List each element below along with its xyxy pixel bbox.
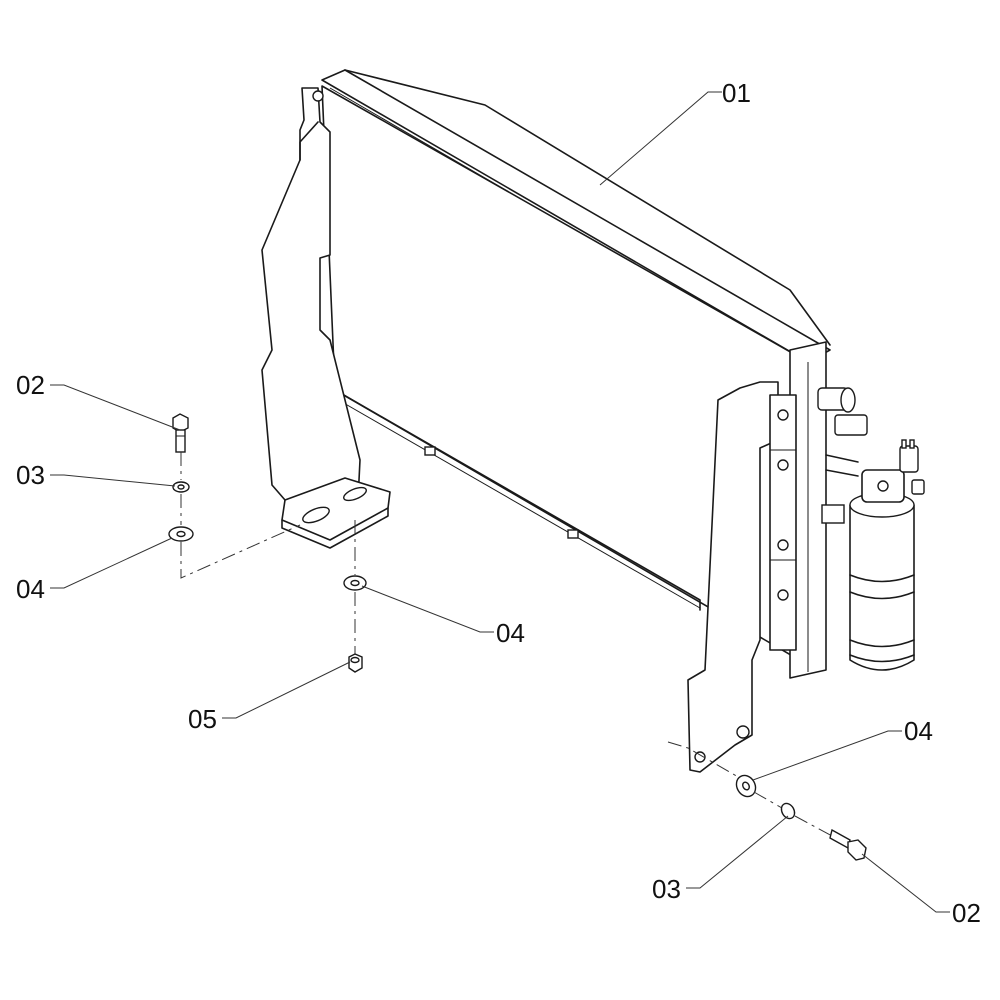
right-mounting-bracket <box>687 381 797 773</box>
condenser-core <box>321 69 831 679</box>
callout-04-washer-left: 04 <box>16 574 45 604</box>
callout-04-washer-centre: 04 <box>496 618 525 648</box>
leader-lines <box>50 91 950 913</box>
callout-02-bolt-left: 02 <box>16 370 45 400</box>
callout-05-nut: 05 <box>188 704 217 734</box>
callout-04-washer-right: 04 <box>904 716 933 746</box>
left-mounting-bracket <box>261 87 391 549</box>
callout-02-bolt-right: 02 <box>952 898 981 928</box>
callout-03-lock-washer-right: 03 <box>652 874 681 904</box>
right-hardware-stack <box>667 741 867 861</box>
callout-03-lock-washer-left: 03 <box>16 460 45 490</box>
callout-01-condenser: 01 <box>722 78 751 108</box>
centre-hardware-stack <box>343 520 367 673</box>
receiver-drier <box>817 387 925 671</box>
left-hardware-stack <box>168 413 301 579</box>
